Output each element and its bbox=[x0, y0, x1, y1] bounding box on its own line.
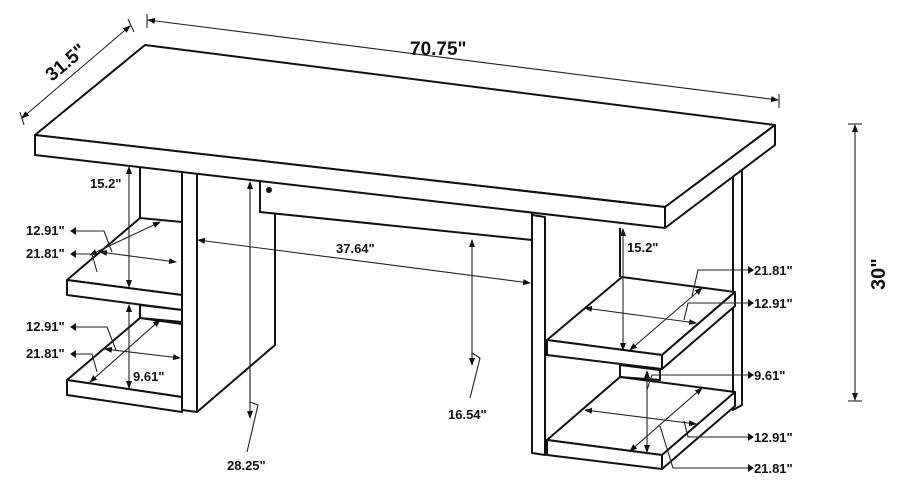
left-lower-clearance-label: 9.61" bbox=[133, 369, 164, 384]
right-back-panel bbox=[732, 163, 743, 411]
knee-height-label: 28.25" bbox=[227, 458, 266, 473]
depth-label: 31.5" bbox=[42, 40, 91, 86]
left-upper-shelf-depth-label: 12.91" bbox=[26, 223, 65, 238]
right-upper-clearance-label: 15.2" bbox=[627, 240, 658, 255]
dimension-lines bbox=[19, 14, 862, 469]
right-upper-shelf-depth-label: 12.91" bbox=[754, 296, 793, 311]
left-upper-shelf-width-label: 21.81" bbox=[26, 246, 65, 261]
width-label: 70.75" bbox=[410, 39, 467, 60]
height-label: 30" bbox=[868, 258, 890, 290]
right-lower-shelf-depth-label: 12.91" bbox=[754, 430, 793, 445]
left-upper-shelf bbox=[66, 217, 183, 311]
label-arrowheads bbox=[70, 227, 754, 472]
left-lower-shelf-depth-label: 12.91" bbox=[26, 319, 65, 334]
knee-depth-label: 16.54" bbox=[448, 407, 487, 422]
left-upper-clearance-label: 15.2" bbox=[90, 176, 121, 191]
lock-icon bbox=[266, 187, 272, 193]
left-lower-shelf-width-label: 21.81" bbox=[26, 346, 65, 361]
right-lower-clearance-label: 9.61" bbox=[754, 368, 785, 383]
left-lower-shelf bbox=[66, 304, 183, 413]
right-upper-shelf-width-label: 21.81" bbox=[754, 263, 793, 278]
knee-width-label: 37.64" bbox=[336, 241, 375, 256]
right-lower-shelf-width-label: 21.81" bbox=[754, 461, 793, 476]
